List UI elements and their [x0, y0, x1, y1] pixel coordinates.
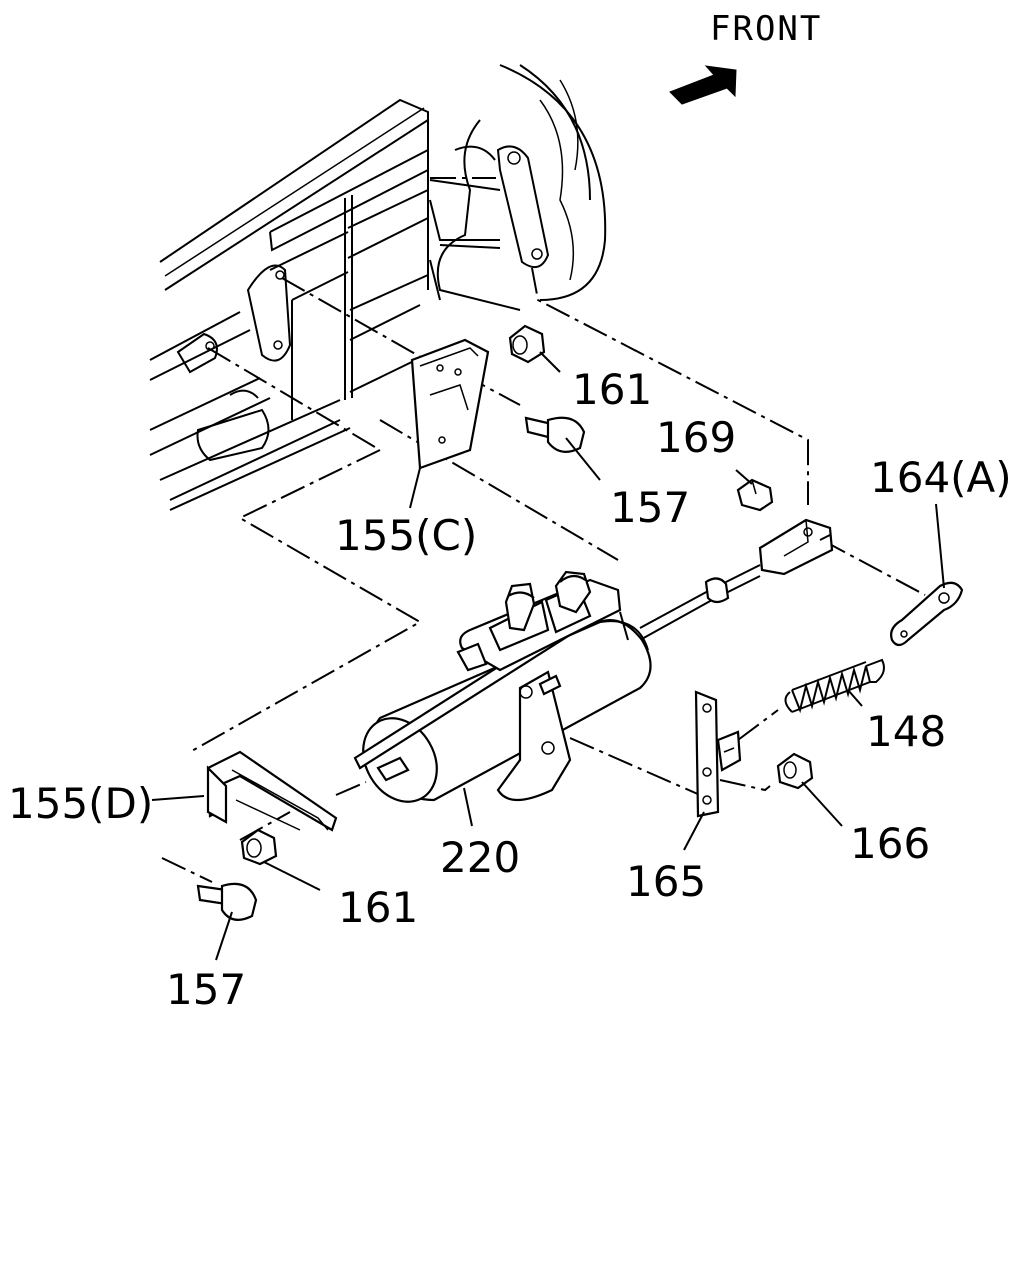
front-direction-indicator: FRONT — [669, 9, 822, 105]
callout-148: 148 — [866, 707, 946, 756]
callout-labels: 161 157 169 164(A) 155(C) 148 155(D) 220… — [8, 365, 1012, 1014]
front-arrow-icon — [669, 65, 737, 105]
callout-166: 166 — [850, 819, 930, 868]
callout-161-bottom: 161 — [338, 883, 418, 932]
callout-157-bottom: 157 — [166, 965, 246, 1014]
nut-161-top — [508, 324, 546, 364]
callout-161-top: 161 — [572, 365, 652, 414]
bracket-155c — [410, 338, 490, 470]
bracket-155d — [206, 750, 338, 832]
bolt-157-top — [524, 416, 586, 453]
bracket-165 — [694, 690, 742, 818]
cable-and-clevis — [639, 518, 834, 641]
callout-169: 169 — [656, 413, 736, 462]
nut-166 — [776, 752, 814, 790]
callout-165: 165 — [626, 857, 706, 906]
callout-164a: 164(A) — [870, 453, 1012, 502]
callout-220: 220 — [440, 833, 520, 882]
bolt-157-bottom — [196, 882, 258, 921]
leader-lines — [151, 351, 945, 961]
front-label: FRONT — [710, 9, 822, 49]
assembly-guide-lines — [161, 177, 926, 883]
spring-148 — [784, 658, 885, 714]
nut-161-bottom — [240, 828, 278, 866]
callout-155d: 155(D) — [8, 779, 153, 828]
lever-164a — [890, 581, 964, 647]
actuator-220 — [353, 570, 652, 803]
callout-155c: 155(C) — [335, 511, 477, 560]
engine-block — [149, 64, 607, 511]
callout-157-top: 157 — [610, 483, 690, 532]
pin-169 — [736, 478, 774, 512]
